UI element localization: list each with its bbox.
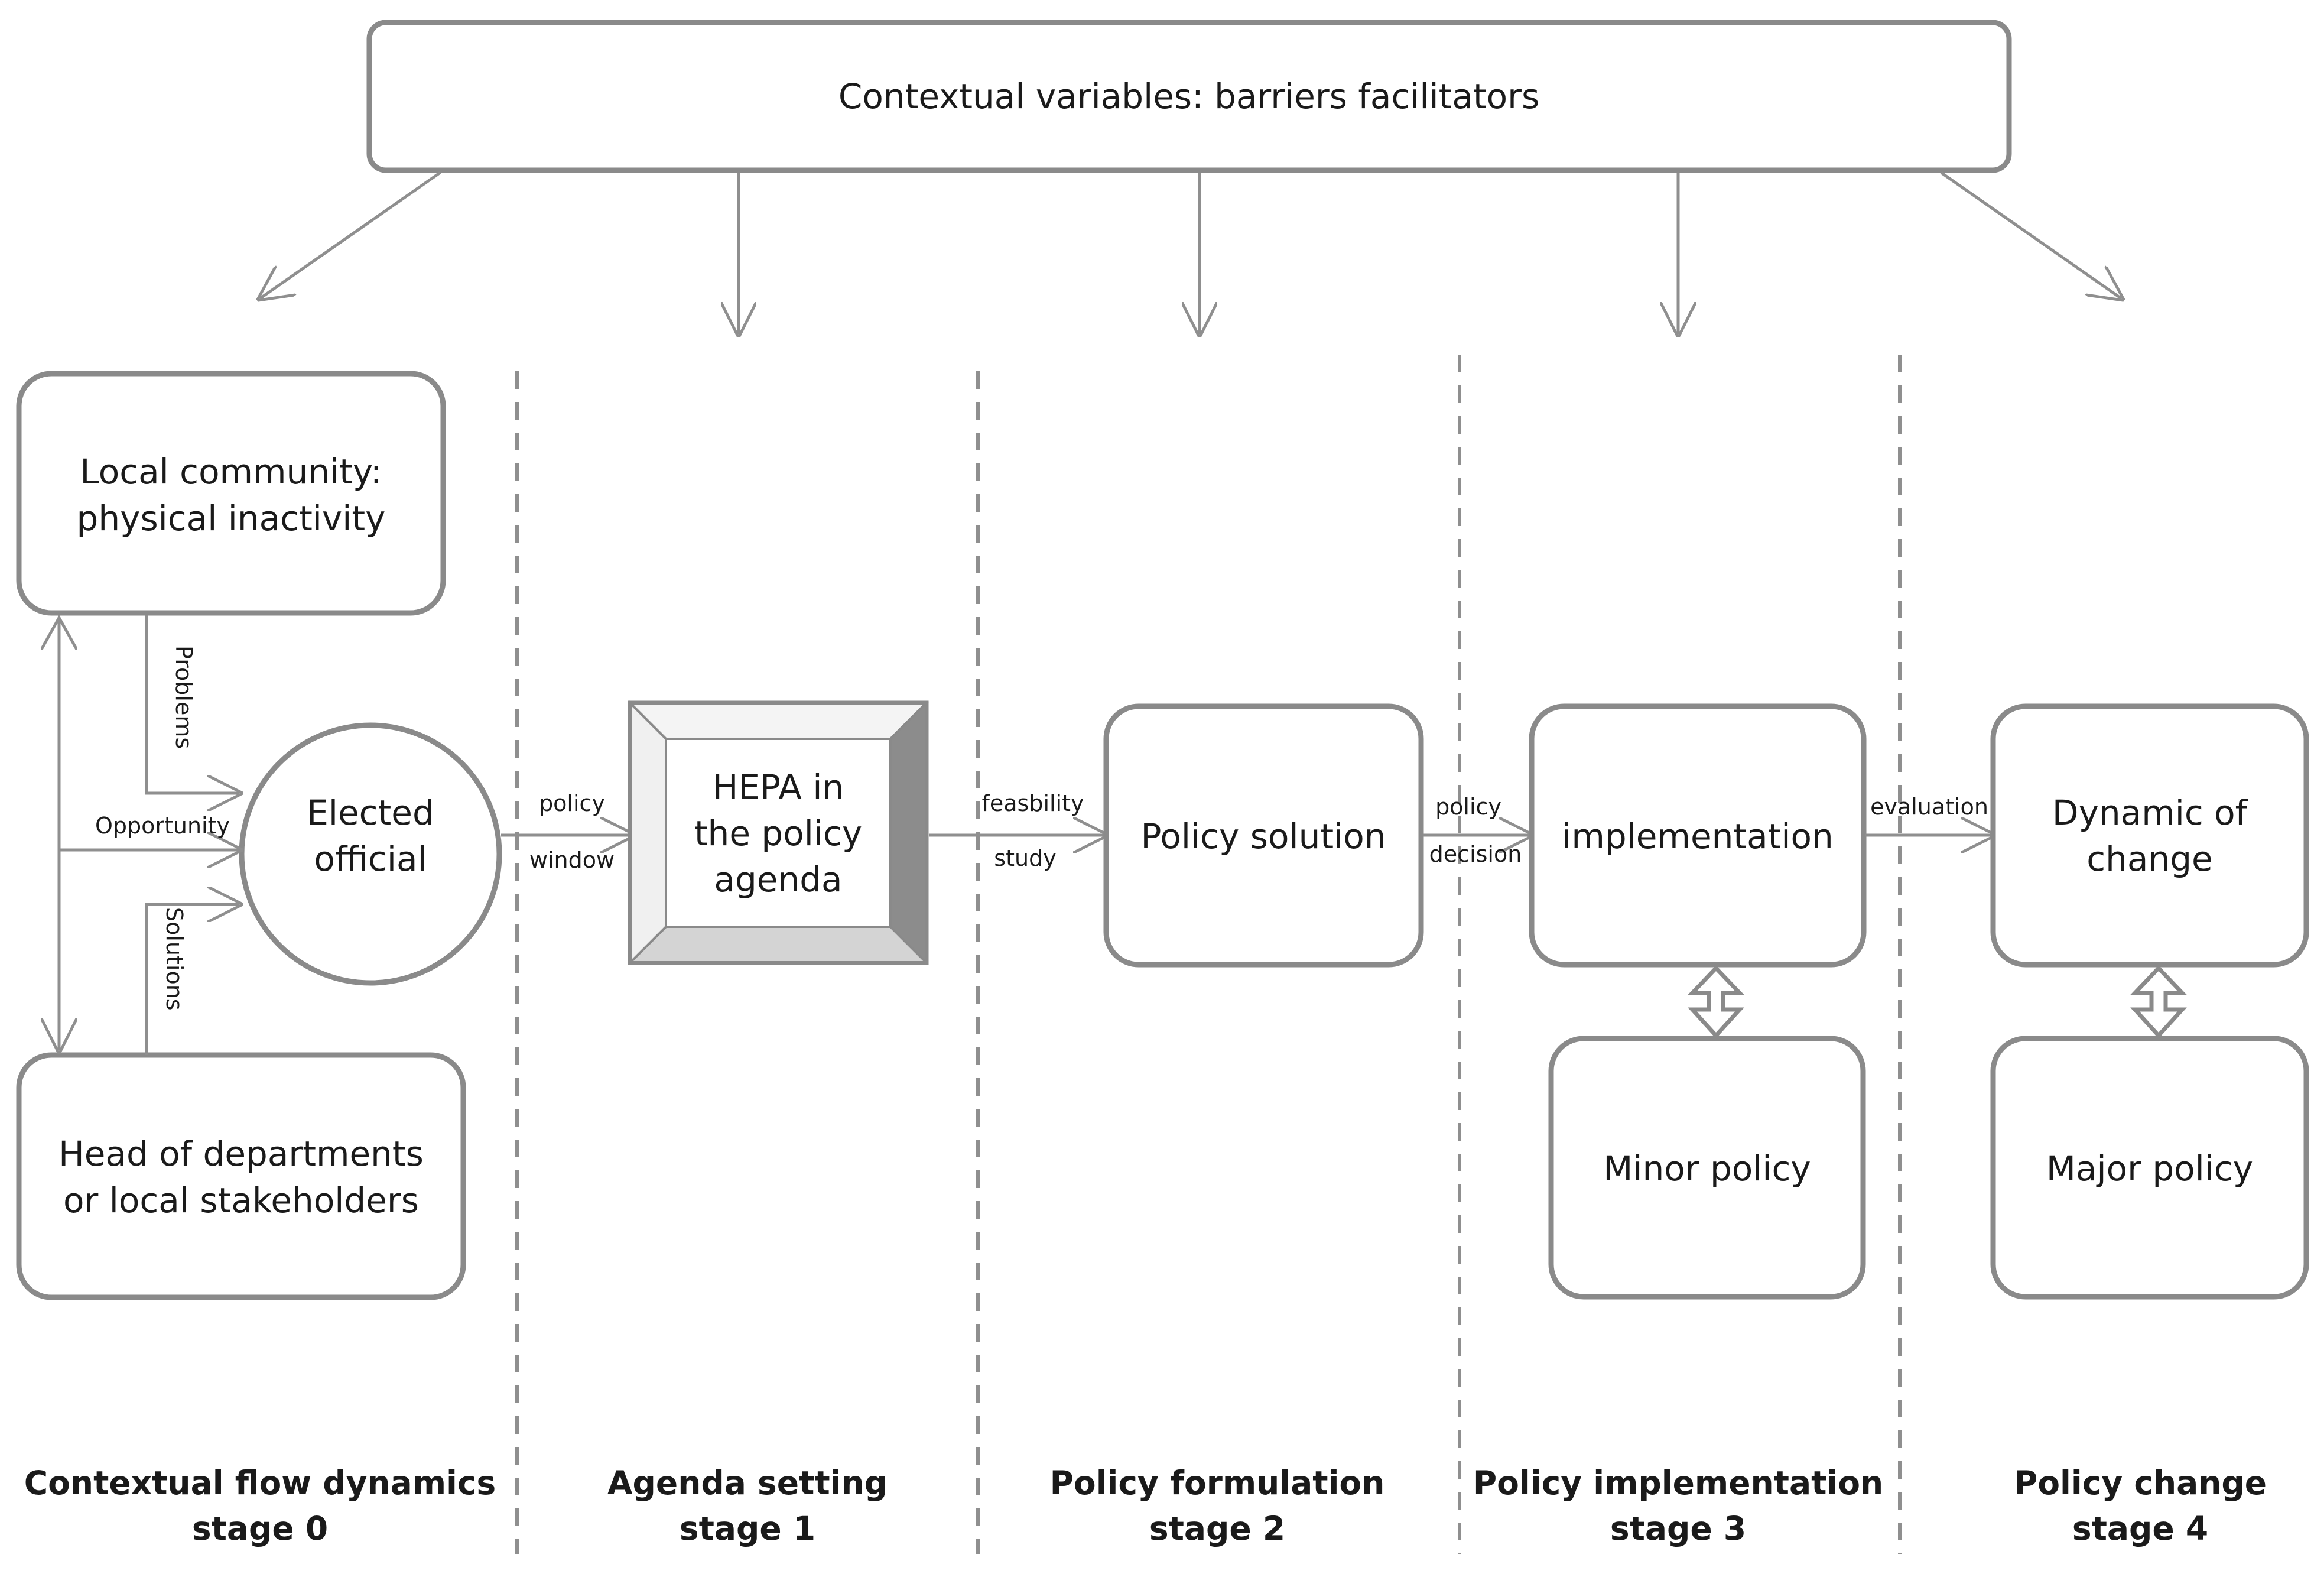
stage-4-title: Policy change bbox=[2014, 1464, 2267, 1502]
head-of-departments-box: Head of departments or local stakeholder… bbox=[16, 1052, 466, 1300]
solutions-arrow bbox=[145, 904, 239, 1055]
problems-arrow bbox=[145, 615, 239, 793]
minor-policy-box: Minor policy bbox=[1548, 1036, 1866, 1300]
major-policy-box: Major policy bbox=[1990, 1036, 2309, 1300]
policy-window-label-2: window bbox=[529, 847, 615, 873]
stage-0-number: stage 0 bbox=[192, 1510, 328, 1547]
local-community-line1: Local community: bbox=[80, 452, 382, 492]
stage-1-title: Agenda setting bbox=[607, 1464, 888, 1502]
feasibility-connector: feasbility study bbox=[929, 790, 1105, 871]
hepa-line1: HEPA in bbox=[713, 767, 844, 807]
stage-2-number: stage 2 bbox=[1149, 1510, 1285, 1547]
hepa-box: HEPA in the policy agenda bbox=[628, 700, 929, 965]
feasibility-label-1: feasbility bbox=[981, 790, 1084, 816]
contextual-variables-label: Contextual variables: barriers facilitat… bbox=[838, 76, 1539, 116]
stage-0-label: Contextual flow dynamics stage 0 bbox=[24, 1464, 496, 1547]
stage-3-label: Policy implementation stage 3 bbox=[1473, 1464, 1883, 1547]
context-arrow-stage-0 bbox=[260, 171, 441, 298]
policy-decision-label-2: decision bbox=[1429, 841, 1522, 867]
dynamic-of-change-line1: Dynamic of bbox=[2052, 793, 2248, 833]
feasibility-label-2: study bbox=[994, 845, 1056, 871]
stage-0-connectors: Problems Opportunity Solutions bbox=[59, 615, 239, 1055]
stage-3-title: Policy implementation bbox=[1473, 1464, 1883, 1502]
elected-official-line1: Elected bbox=[307, 793, 434, 833]
major-policy-label: Major policy bbox=[2046, 1148, 2253, 1189]
opportunity-label: Opportunity bbox=[95, 813, 230, 839]
minor-policy-label: Minor policy bbox=[1603, 1148, 1811, 1189]
evaluation-label: evaluation bbox=[1870, 794, 1988, 820]
stage-2-title: Policy formulation bbox=[1050, 1464, 1385, 1502]
context-arrows bbox=[260, 171, 2121, 334]
stage-1-number: stage 1 bbox=[680, 1510, 815, 1547]
policy-decision-label-1: policy bbox=[1435, 794, 1501, 820]
dynamic-major-double-arrow bbox=[2130, 965, 2188, 1039]
problems-label: Problems bbox=[171, 645, 197, 749]
policy-window-connector: policy window bbox=[501, 790, 632, 873]
elected-official-line2: official bbox=[314, 839, 427, 879]
policy-window-label-1: policy bbox=[539, 790, 605, 816]
elected-official-circle: Elected official bbox=[239, 722, 502, 986]
contextual-variables-box: Contextual variables: barriers facilitat… bbox=[366, 20, 2012, 173]
stage-1-label: Agenda setting stage 1 bbox=[607, 1464, 888, 1547]
stage-3-number: stage 3 bbox=[1610, 1510, 1746, 1547]
stage-0-title: Contextual flow dynamics bbox=[24, 1464, 496, 1502]
head-of-departments-line2: or local stakeholders bbox=[63, 1180, 419, 1221]
stage-labels: Contextual flow dynamics stage 0 Agenda … bbox=[24, 1464, 2267, 1547]
stage-4-number: stage 4 bbox=[2072, 1510, 2208, 1547]
hepa-line2: the policy bbox=[694, 813, 862, 853]
stage-separators bbox=[515, 355, 1902, 1554]
implementation-box: implementation bbox=[1529, 703, 1867, 968]
implementation-label: implementation bbox=[1562, 816, 1834, 856]
hepa-line3: agenda bbox=[714, 859, 842, 900]
local-community-box: Local community: physical inactivity bbox=[16, 371, 446, 616]
implementation-minor-double-arrow bbox=[1687, 965, 1745, 1039]
dynamic-of-change-box: Dynamic of change bbox=[1990, 703, 2309, 968]
policy-solution-label: Policy solution bbox=[1141, 816, 1386, 856]
solutions-label: Solutions bbox=[161, 907, 187, 1011]
local-community-line2: physical inactivity bbox=[77, 498, 386, 538]
context-arrow-stage-4 bbox=[1940, 171, 2121, 298]
policy-decision-connector: policy decision bbox=[1423, 794, 1530, 867]
policy-solution-box: Policy solution bbox=[1103, 703, 1424, 968]
dynamic-of-change-line2: change bbox=[2086, 839, 2212, 879]
stage-4-label: Policy change stage 4 bbox=[2014, 1464, 2267, 1547]
evaluation-connector: evaluation bbox=[1865, 794, 1993, 835]
stage-2-label: Policy formulation stage 2 bbox=[1050, 1464, 1385, 1547]
head-of-departments-line1: Head of departments bbox=[58, 1134, 424, 1174]
